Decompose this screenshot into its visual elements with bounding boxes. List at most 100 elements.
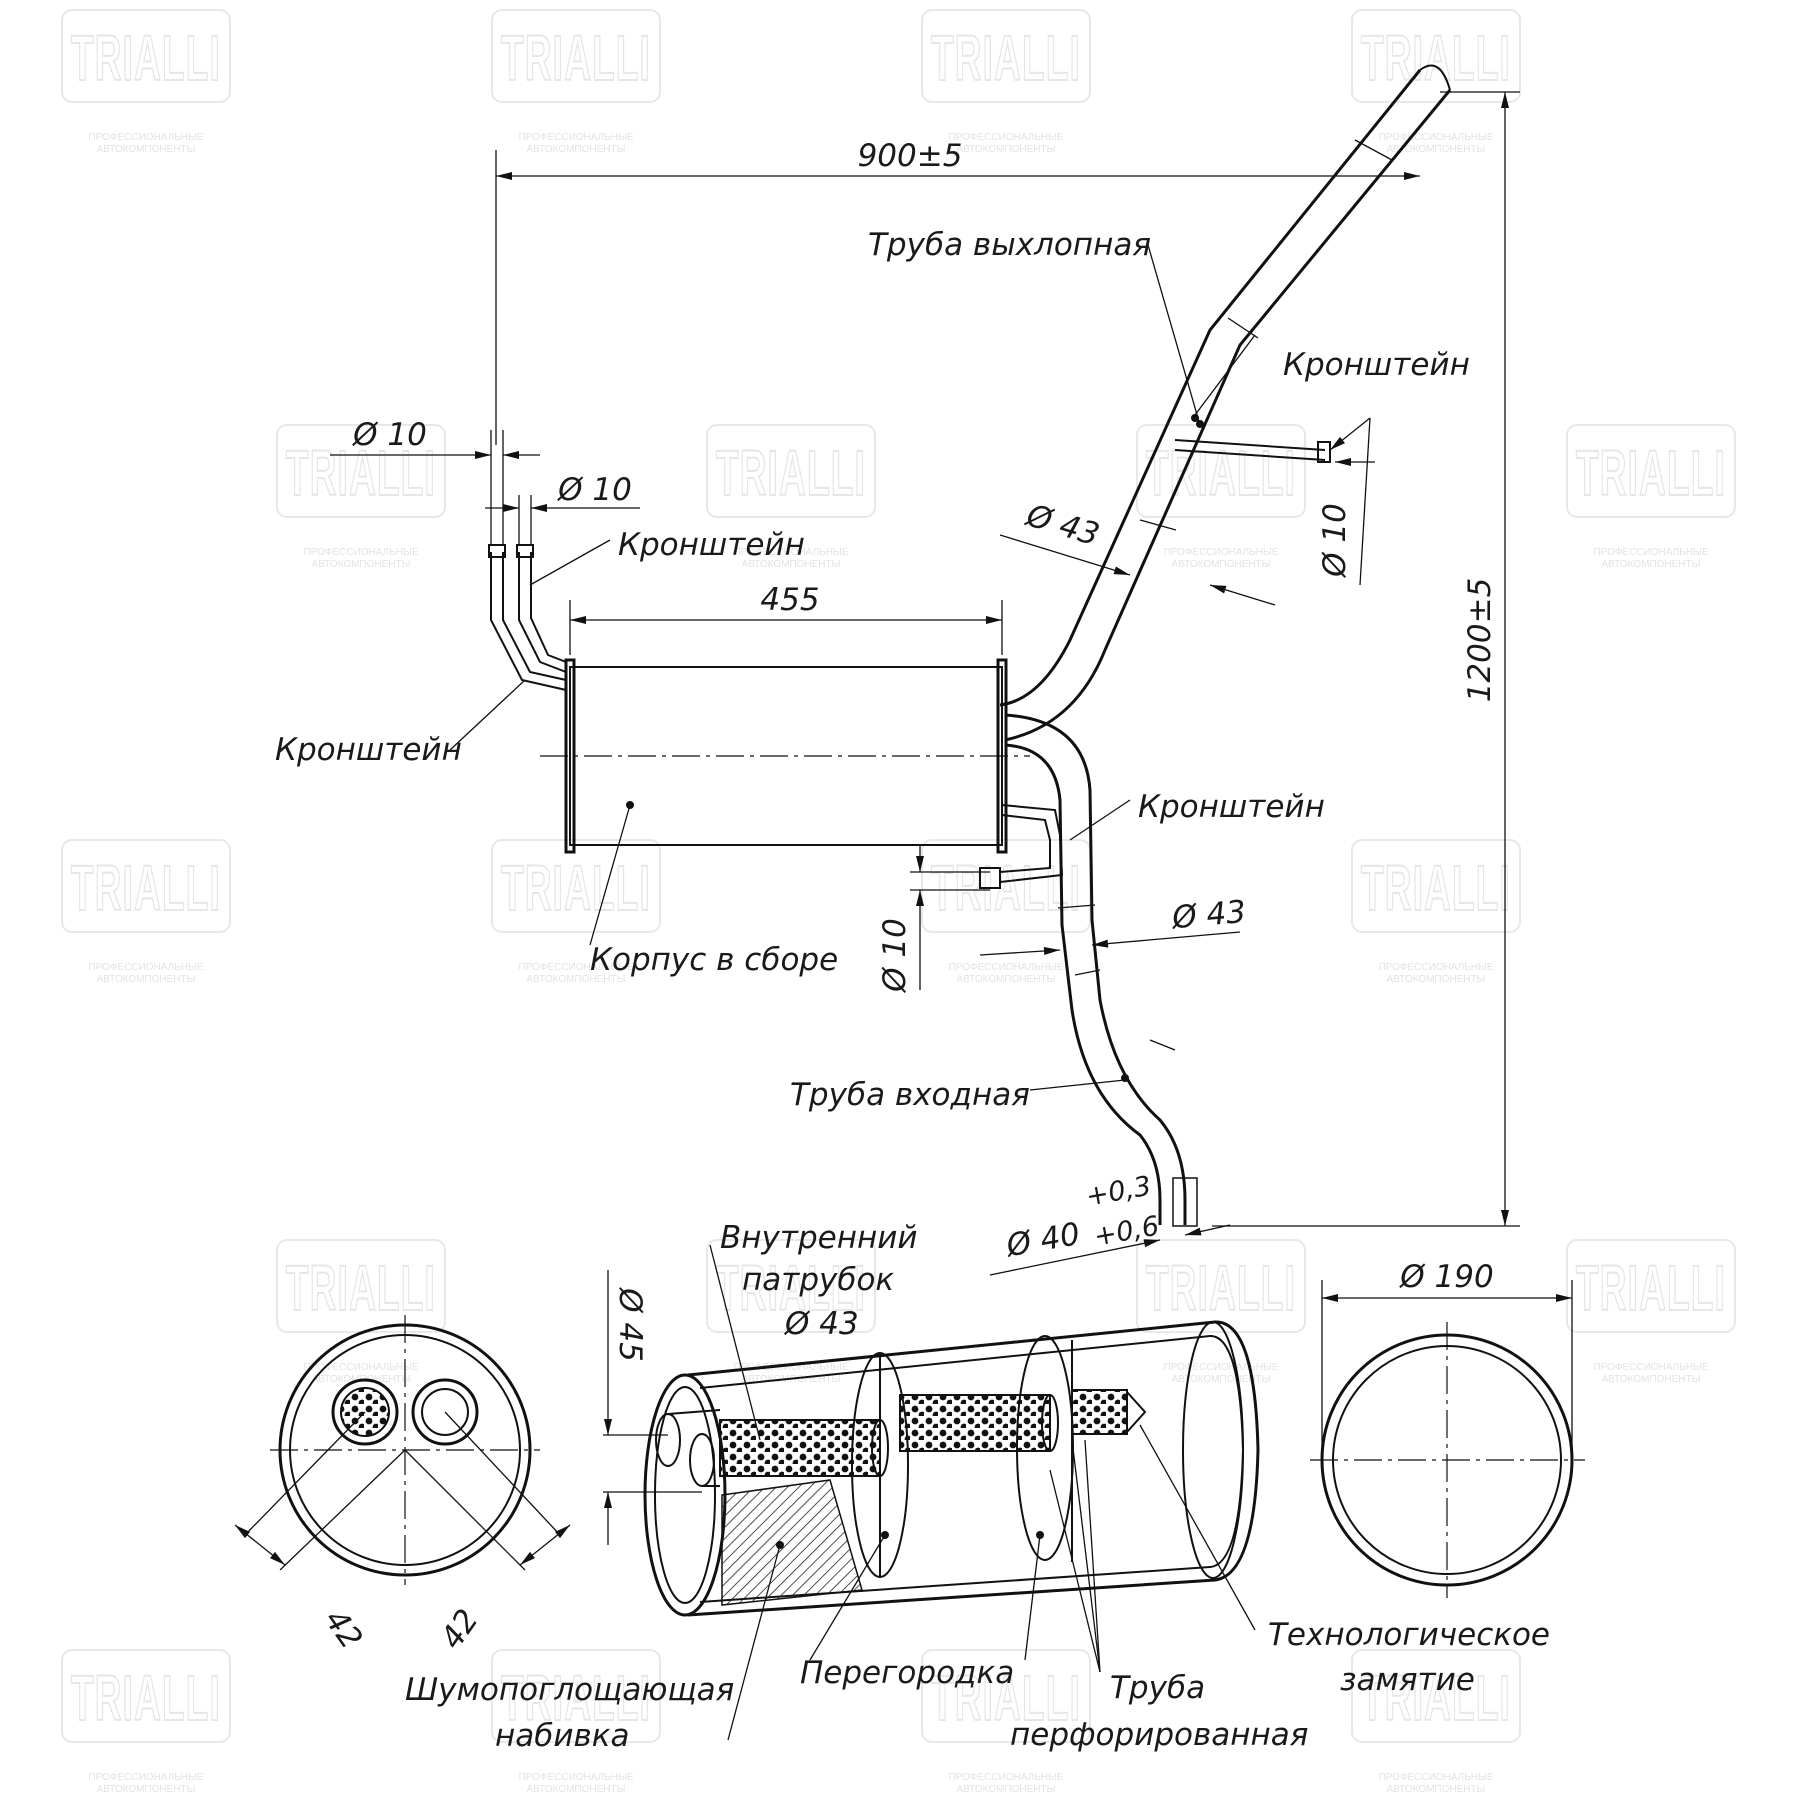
pipe-seam	[1074, 969, 1101, 976]
dim-dia-bracket-4: Ø 10	[1317, 503, 1353, 579]
svg-text:АВТОКОМПОНЕНТЫ: АВТОКОМПОНЕНТЫ	[957, 144, 1056, 155]
leader-inner-pipe	[709, 1244, 761, 1441]
svg-text:АВТОКОМПОНЕНТЫ: АВТОКОМПОНЕНТЫ	[957, 974, 1056, 985]
pipe-seam	[1057, 904, 1096, 909]
dim-dia-body: Ø 190	[1398, 1259, 1493, 1295]
dim-dia-bracket-3: Ø 10	[877, 918, 913, 994]
leader-bracket-middle	[1069, 799, 1131, 841]
label-perforated-1: Труба	[1110, 1670, 1205, 1706]
leader-perforated-2	[1071, 1439, 1101, 1673]
tech-crimp	[1126, 1391, 1147, 1433]
svg-text:ПРОФЕССИОНАЛЬНЫЕ: ПРОФЕССИОНАЛЬНЫЕ	[948, 962, 1063, 973]
outlet-hole	[411, 1378, 479, 1446]
dim-arrow	[1209, 584, 1276, 606]
pipe-seam	[1149, 1039, 1176, 1051]
dim-ext	[404, 1449, 526, 1571]
svg-text:TRIALLI: TRIALLI	[71, 22, 221, 94]
bracket-left-rod-1b	[502, 552, 567, 681]
svg-text:TRIALLI: TRIALLI	[716, 437, 866, 509]
inner-pipe-end-2	[689, 1433, 715, 1487]
dim-dia-bracket-2: Ø 10	[556, 472, 632, 508]
exhaust-pipe-tip	[1419, 64, 1451, 91]
leader-inlet	[1029, 1079, 1126, 1091]
leader-dot	[881, 1531, 889, 1539]
pipe-seam	[1354, 139, 1393, 161]
svg-text:АВТОКОМПОНЕНТЫ: АВТОКОМПОНЕНТЫ	[97, 144, 196, 155]
bracket-left-rod-2	[518, 552, 567, 673]
svg-text:ПРОФЕССИОНАЛЬНЫЕ: ПРОФЕССИОНАЛЬНЫЕ	[733, 547, 848, 558]
bracket-middle-rod-2	[999, 814, 1051, 873]
svg-text:ПРОФЕССИОНАЛЬНЫЕ: ПРОФЕССИОНАЛЬНЫЕ	[1378, 962, 1493, 973]
label-exhaust-pipe: Труба выхлопная	[868, 227, 1151, 263]
label-perforated-2: перфорированная	[1010, 1717, 1308, 1753]
label-inner-pipe-1: Внутренний	[720, 1220, 918, 1256]
dim-arrow	[979, 947, 1061, 956]
svg-text:АВТОКОМПОНЕНТЫ: АВТОКОМПОНЕНТЫ	[1387, 974, 1486, 985]
leader-tech-crimp	[1139, 1424, 1256, 1631]
bracket-right-rod	[1174, 439, 1326, 451]
svg-text:ПРОФЕССИОНАЛЬНЫЕ: ПРОФЕССИОНАЛЬНЫЕ	[88, 132, 203, 143]
label-inlet-pipe: Труба входная	[790, 1077, 1030, 1113]
svg-text:ПРОФЕССИОНАЛЬНЫЕ: ПРОФЕССИОНАЛЬНЫЕ	[733, 1362, 848, 1373]
dim-overall-height: 1200±5	[1462, 578, 1498, 703]
svg-text:АВТОКОМПОНЕНТЫ: АВТОКОМПОНЕНТЫ	[527, 144, 626, 155]
perforated-tube-3	[1071, 1389, 1128, 1435]
svg-text:АВТОКОМПОНЕНТЫ: АВТОКОМПОНЕНТЫ	[1602, 1374, 1701, 1385]
bracket-left-rod-2b	[530, 552, 567, 663]
cutaway-shell	[687, 1320, 1260, 1617]
leader-dot	[776, 1541, 784, 1549]
absorbing-fill	[721, 1479, 863, 1606]
svg-text:TRIALLI: TRIALLI	[1361, 852, 1511, 924]
leader-partition	[809, 1534, 886, 1661]
svg-text:TRIALLI: TRIALLI	[1576, 437, 1726, 509]
svg-text:АВТОКОМПОНЕНТЫ: АВТОКОМПОНЕНТЫ	[742, 559, 841, 570]
tube-end	[871, 1419, 889, 1477]
perforated-tube-1	[719, 1419, 881, 1477]
svg-text:ПРОФЕССИОНАЛЬНЫЕ: ПРОФЕССИОНАЛЬНЫЕ	[1378, 1772, 1493, 1783]
leader-perforated-3	[1084, 1439, 1101, 1673]
svg-text:АВТОКОМПОНЕНТЫ: АВТОКОМПОНЕНТЫ	[1172, 1374, 1271, 1385]
svg-text:TRIALLI: TRIALLI	[1361, 1662, 1511, 1734]
svg-text:АВТОКОМПОНЕНТЫ: АВТОКОМПОНЕНТЫ	[97, 974, 196, 985]
svg-text:ПРОФЕССИОНАЛЬНЫЕ: ПРОФЕССИОНАЛЬНЫЕ	[948, 1772, 1063, 1783]
watermark-layer: TRIALLIПРОФЕССИОНАЛЬНЫЕАВТОКОМПОНЕНТЫTRI…	[61, 9, 1736, 1795]
inner-pipe-edge	[667, 1409, 721, 1415]
label-inner-pipe-3: Ø 43	[783, 1306, 859, 1342]
cutaway-view: Ø 45 Внутренний патрубок Ø 43 Шумопоглощ…	[405, 1220, 1550, 1754]
dim-arrow	[999, 534, 1131, 576]
pipe-seam	[1139, 519, 1177, 531]
svg-text:TRIALLI: TRIALLI	[286, 1252, 436, 1324]
inlet-hole	[331, 1378, 399, 1446]
svg-text:ПРОФЕССИОНАЛЬНЫЕ: ПРОФЕССИОНАЛЬНЫЕ	[1593, 1362, 1708, 1373]
svg-text:TRIALLI: TRIALLI	[931, 1662, 1081, 1734]
bracket-right-end	[1317, 441, 1331, 463]
label-tech-crimp-2: замятие	[1340, 1662, 1475, 1698]
leader-dot	[1196, 420, 1204, 428]
svg-text:АВТОКОМПОНЕНТЫ: АВТОКОМПОНЕНТЫ	[957, 1784, 1056, 1795]
end-view-right: Ø 190	[1310, 1259, 1585, 1598]
svg-text:АВТОКОМПОНЕНТЫ: АВТОКОМПОНЕНТЫ	[1387, 1784, 1486, 1795]
svg-text:ПРОФЕССИОНАЛЬНЫЕ: ПРОФЕССИОНАЛЬНЫЕ	[88, 962, 203, 973]
svg-text:TRIALLI: TRIALLI	[931, 22, 1081, 94]
dim-arrow	[989, 1239, 1161, 1276]
cutaway-end-back	[1182, 1321, 1244, 1579]
bracket-right-rod-2	[1174, 449, 1326, 461]
leader-partition-2	[1024, 1534, 1041, 1661]
dim-arrow	[1184, 1224, 1231, 1236]
leader-absorbing	[727, 1544, 781, 1741]
leader-dot	[1121, 1074, 1129, 1082]
svg-text:АВТОКОМПОНЕНТЫ: АВТОКОМПОНЕНТЫ	[312, 559, 411, 570]
dim-ext	[279, 1449, 406, 1571]
svg-text:TRIALLI: TRIALLI	[71, 852, 221, 924]
